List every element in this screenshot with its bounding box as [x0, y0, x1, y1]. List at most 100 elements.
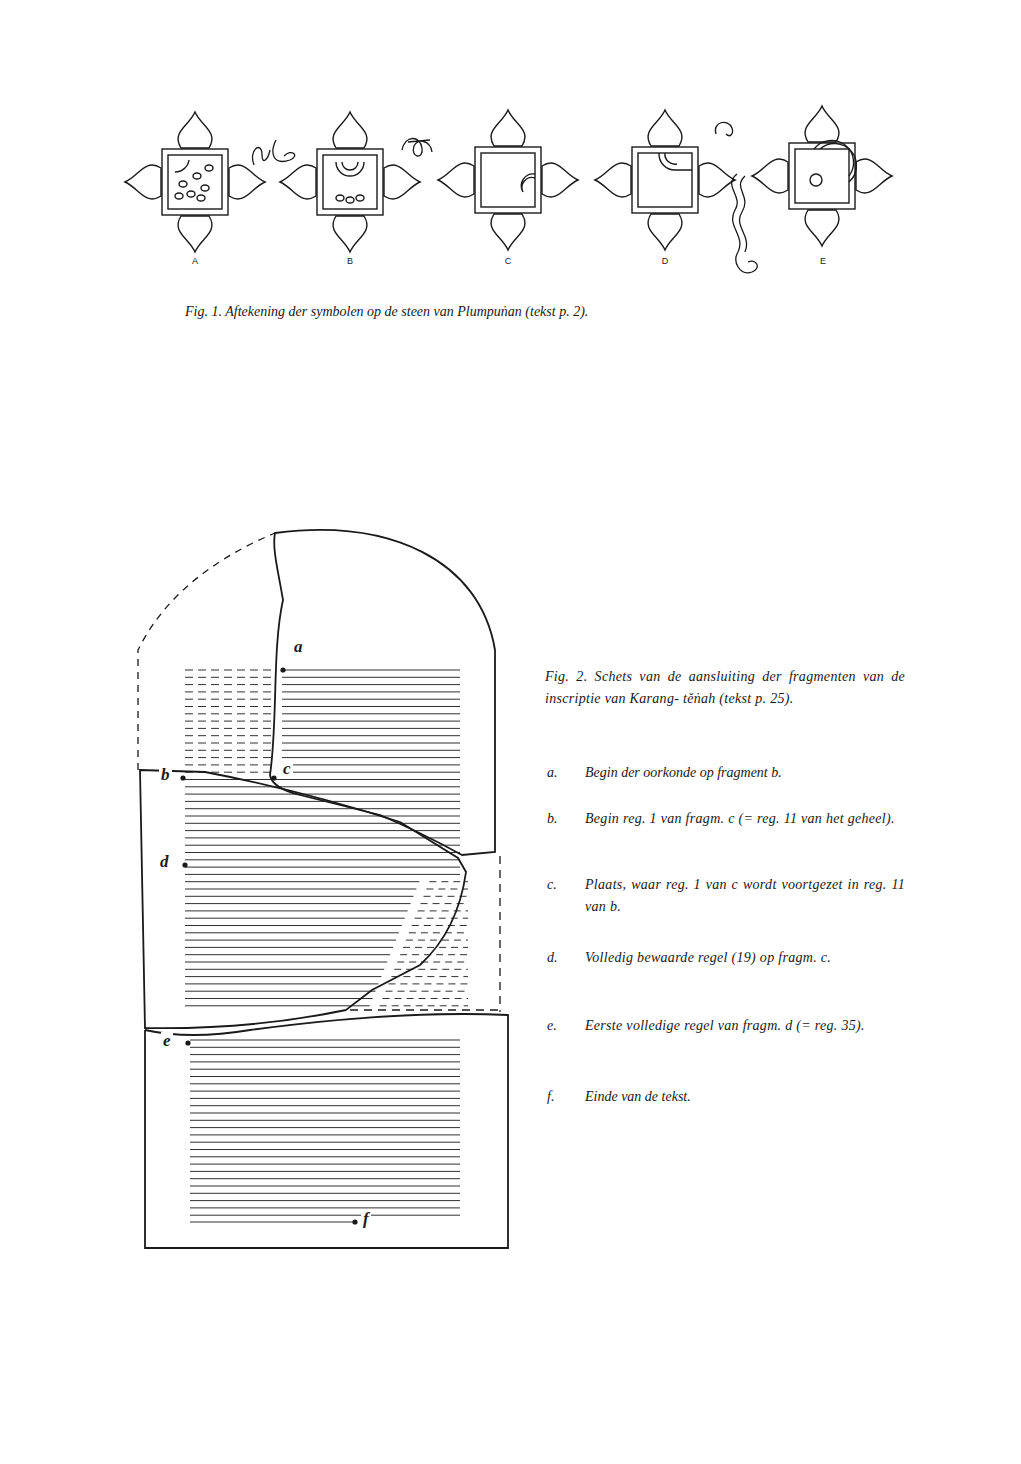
- text-line: [391, 976, 468, 977]
- petal: [699, 163, 735, 197]
- motif-arc: [659, 153, 692, 170]
- text-line: [403, 947, 468, 948]
- text-line: [282, 728, 460, 729]
- text-line: [406, 940, 468, 941]
- text-line: [282, 677, 460, 678]
- text-line: [185, 896, 413, 897]
- text-line: [185, 728, 276, 729]
- text-line: [282, 735, 460, 736]
- legend-key: b.: [547, 808, 558, 830]
- text-line: [185, 852, 460, 853]
- text-line: [185, 910, 408, 911]
- text-line: [185, 837, 460, 838]
- fragment-c: [140, 770, 466, 1028]
- reconstructed-outline: [350, 856, 500, 1012]
- motif-crescent: [336, 162, 364, 176]
- motif-dot: [356, 195, 364, 201]
- script-glyph: [732, 174, 758, 273]
- motif: [175, 160, 189, 172]
- symbol-rosette: [752, 106, 892, 246]
- motif-arc: [814, 140, 854, 176]
- text-line: [185, 947, 393, 948]
- motif-dot: [179, 181, 187, 187]
- legend-key: d.: [547, 947, 558, 969]
- text-line: [190, 1076, 460, 1077]
- outer-square: [475, 147, 541, 213]
- text-line: [190, 1149, 460, 1150]
- petal: [805, 210, 839, 246]
- inner-square: [168, 155, 222, 209]
- text-line: [282, 691, 460, 692]
- script-glyph: [253, 140, 295, 165]
- legend-text: Begin der oorkonde op fragment b.: [585, 762, 905, 784]
- legend-key: a.: [547, 762, 558, 784]
- legend-key: f.: [547, 1086, 554, 1108]
- petal: [542, 163, 578, 197]
- text-line: [409, 932, 468, 933]
- text-line: [185, 786, 460, 787]
- symbol-rosette: [438, 110, 578, 250]
- text-line: [190, 1186, 460, 1187]
- text-line: [190, 1215, 460, 1216]
- inner-square: [795, 149, 849, 203]
- text-line: [282, 699, 460, 700]
- text-line: [282, 684, 460, 685]
- petal: [178, 112, 212, 148]
- text-line: [185, 903, 411, 904]
- text-line: [190, 1054, 460, 1055]
- petal: [491, 214, 525, 250]
- text-line: [185, 691, 276, 692]
- text-line: [190, 1113, 460, 1114]
- reconstructed-outline: [138, 533, 275, 770]
- motif-arc: [820, 144, 856, 182]
- petal: [856, 159, 892, 193]
- text-line: [429, 881, 468, 882]
- callout-letter: f: [361, 1210, 371, 1229]
- outer-square: [162, 149, 228, 215]
- text-line: [190, 1207, 460, 1208]
- text-line: [190, 1091, 460, 1092]
- figure-caption: Fig. 1. Aftekening der symbolen op de st…: [185, 301, 588, 323]
- callout-letter: e: [161, 1032, 173, 1051]
- text-line: [185, 808, 460, 809]
- text-line: [190, 1098, 460, 1099]
- text-line: [190, 1156, 460, 1157]
- text-line: [185, 801, 460, 802]
- point-marker: [185, 1040, 190, 1045]
- text-line: [190, 1069, 460, 1070]
- text-line: [282, 757, 460, 758]
- symbol-rosette: [125, 112, 265, 252]
- petal: [280, 165, 316, 199]
- symbol-rosette: [595, 110, 735, 250]
- text-line: [185, 757, 276, 758]
- motif-dot: [336, 195, 344, 201]
- text-line: [185, 889, 416, 890]
- motif-dot: [201, 185, 209, 191]
- legend-key: c.: [547, 874, 557, 896]
- text-line: [421, 903, 468, 904]
- petal: [229, 165, 265, 199]
- motif-crescent: [342, 162, 358, 170]
- text-line: [185, 976, 381, 977]
- petal: [438, 163, 474, 197]
- petal: [648, 214, 682, 250]
- motif-dot: [197, 195, 205, 201]
- text-line: [185, 735, 276, 736]
- outer-square: [317, 149, 383, 215]
- fragment-d: [145, 1014, 508, 1248]
- legend-text: Begin reg. 1 van fragm. c (= reg. 11 van…: [585, 808, 905, 830]
- text-line: [185, 859, 460, 860]
- text-line: [185, 706, 276, 707]
- callout-letter: c: [281, 760, 293, 779]
- motif-dot: [175, 193, 183, 199]
- petal: [752, 159, 788, 193]
- point-marker: [180, 775, 185, 780]
- text-line: [185, 816, 460, 817]
- petal: [805, 106, 839, 142]
- text-line: [185, 743, 276, 744]
- text-line: [282, 764, 460, 765]
- text-line: [185, 750, 276, 751]
- figure-caption: Fig. 2. Schets van de aansluiting der fr…: [545, 666, 905, 709]
